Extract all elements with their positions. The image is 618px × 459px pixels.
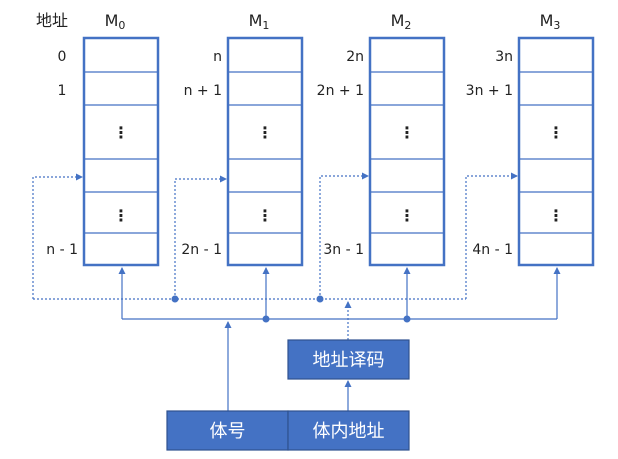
ellipsis-icon: ⋮ — [113, 123, 129, 142]
junction-dot — [403, 315, 411, 323]
bank-number-label: 体号 — [210, 421, 246, 442]
memory-module-0: M0 ⋮ ⋮ 0 1 n - 1 — [46, 11, 160, 267]
module-box — [82, 36, 160, 267]
module-subscript: 0 — [118, 19, 125, 32]
decoder-bus — [32, 172, 518, 340]
module-box — [368, 36, 446, 267]
module-title: M2 — [391, 11, 412, 32]
ellipsis-icon: ⋮ — [548, 123, 564, 142]
bank-select-bus — [118, 267, 561, 411]
intra-address-field — [287, 410, 410, 451]
decoder-to-m1 — [174, 175, 227, 299]
address-header: 地址 — [36, 11, 68, 30]
address-first: n — [213, 49, 222, 65]
decoder-label: 地址译码 — [313, 350, 385, 371]
address-second: 2n + 1 — [317, 83, 364, 99]
address-register: 体号 体内地址 — [166, 410, 410, 451]
address-last: 2n - 1 — [181, 242, 222, 258]
address-decoder-box: 地址译码 — [287, 339, 410, 380]
address-last: n - 1 — [46, 242, 78, 258]
junction-dot — [316, 295, 324, 303]
module-subscript: 1 — [262, 19, 269, 32]
module-subscript: 3 — [553, 19, 560, 32]
ellipsis-icon: ⋮ — [548, 206, 564, 225]
intra-address-label: 体内地址 — [313, 421, 385, 442]
module-box — [226, 36, 304, 267]
decoder-to-m3 — [465, 172, 518, 299]
module-title: M0 — [105, 11, 126, 32]
module-subscript: 2 — [404, 19, 411, 32]
address-second: 3n + 1 — [466, 83, 513, 99]
module-box — [517, 36, 595, 267]
decoder-to-m2 — [319, 172, 369, 299]
address-first: 0 — [58, 49, 67, 65]
junction-dot — [171, 295, 179, 303]
ellipsis-icon: ⋮ — [257, 206, 273, 225]
memory-module-2: M2 ⋮ ⋮ 2n 2n + 1 3n - 1 — [317, 11, 446, 267]
junction-dot — [262, 315, 270, 323]
address-second: n + 1 — [184, 83, 222, 99]
ellipsis-icon: ⋮ — [257, 123, 273, 142]
ellipsis-icon: ⋮ — [399, 206, 415, 225]
address-first: 2n — [346, 49, 364, 65]
address-last: 4n - 1 — [472, 242, 513, 258]
module-title: M1 — [249, 11, 270, 32]
address-second: 1 — [58, 83, 67, 99]
bank-number-field — [166, 410, 289, 451]
decoder-to-m0 — [32, 173, 83, 299]
memory-module-1: M1 ⋮ ⋮ n n + 1 2n - 1 — [181, 11, 304, 267]
ellipsis-icon: ⋮ — [113, 206, 129, 225]
address-last: 3n - 1 — [323, 242, 364, 258]
module-title: M3 — [540, 11, 561, 32]
ellipsis-icon: ⋮ — [399, 123, 415, 142]
memory-module-3: M3 ⋮ ⋮ 3n 3n + 1 4n - 1 — [466, 11, 595, 267]
address-first: 3n — [495, 49, 513, 65]
